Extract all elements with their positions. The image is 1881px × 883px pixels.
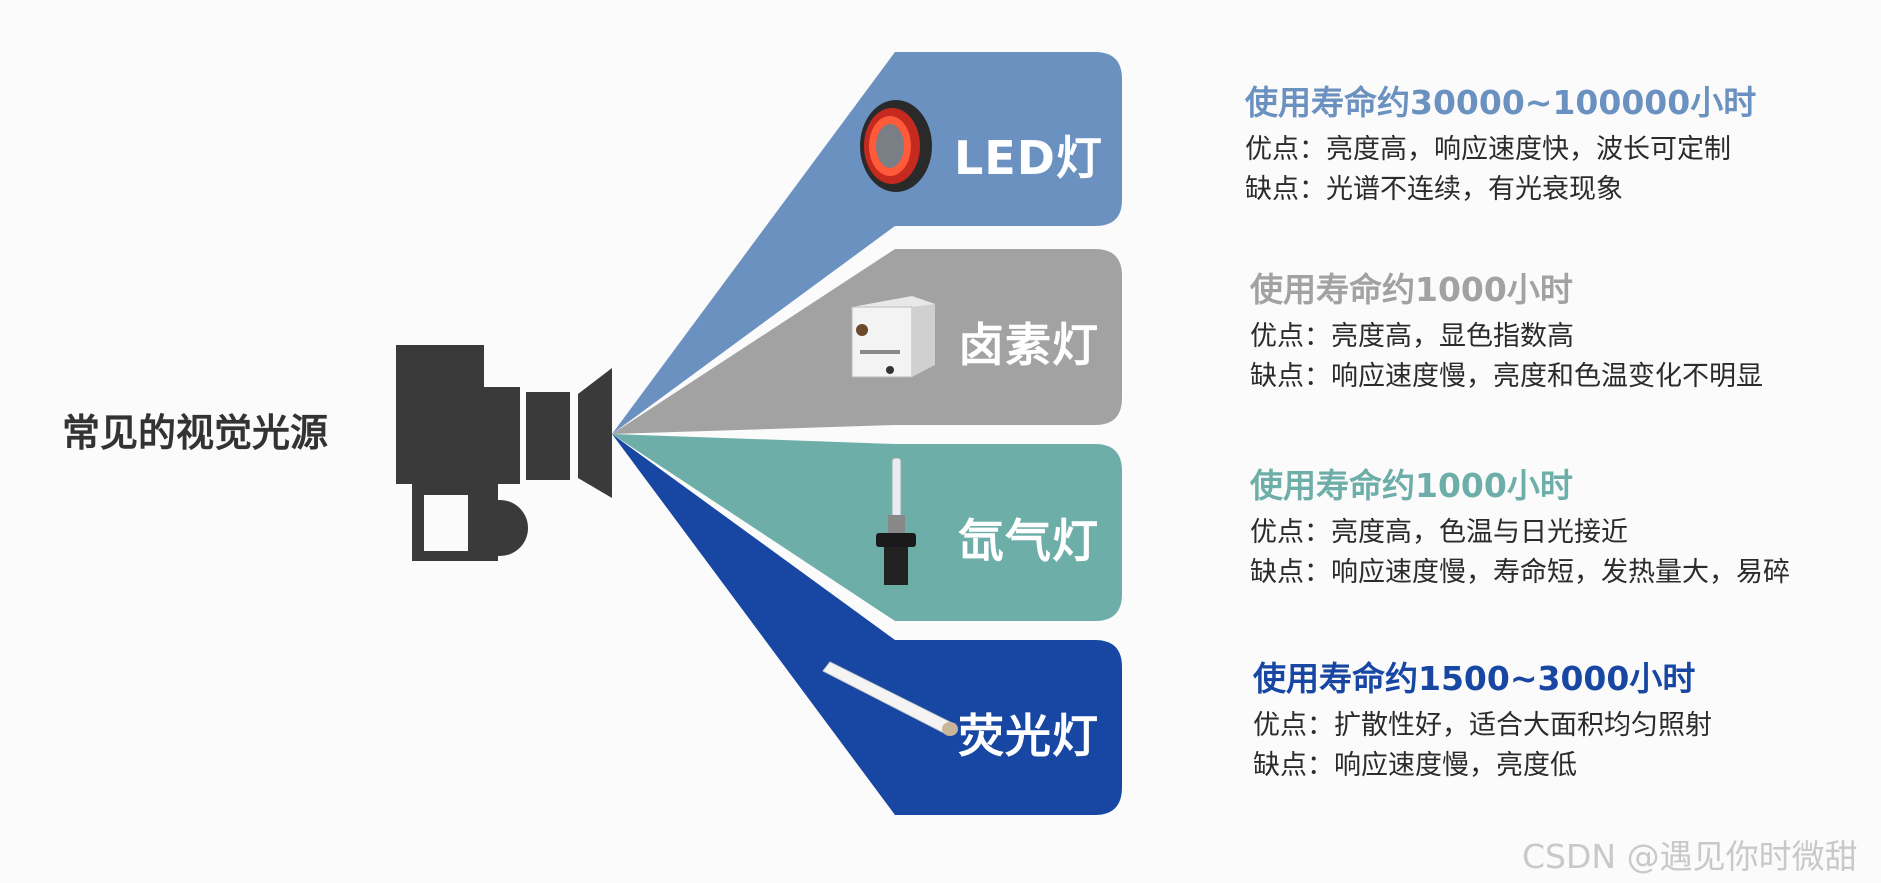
cons-text: 缺点：光谱不连续，有光衰现象 bbox=[1245, 170, 1756, 210]
life-text: 使用寿命约1500~3000小时 bbox=[1253, 652, 1712, 700]
watermark: CSDN @遇见你时微甜 bbox=[1522, 830, 1858, 878]
page-title: 常见的视觉光源 bbox=[62, 402, 328, 457]
cons-text: 缺点：响应速度慢，亮度和色温变化不明显 bbox=[1250, 357, 1763, 397]
info-fluorescent: 使用寿命约1500~3000小时 优点：扩散性好，适合大面积均匀照射 缺点：响应… bbox=[1253, 652, 1712, 786]
life-text: 使用寿命约1000小时 bbox=[1250, 263, 1763, 311]
pros-text: 优点：亮度高，显色指数高 bbox=[1250, 317, 1763, 357]
pros-text: 优点：亮度高，响应速度快，波长可定制 bbox=[1245, 130, 1756, 170]
info-halogen: 使用寿命约1000小时 优点：亮度高，显色指数高 缺点：响应速度慢，亮度和色温变… bbox=[1250, 263, 1763, 397]
cons-text: 缺点：响应速度慢，寿命短，发热量大，易碎 bbox=[1250, 553, 1790, 593]
lamp-label-halogen: 卤素灯 bbox=[958, 309, 1099, 375]
ring-light-icon bbox=[860, 100, 932, 192]
halogen-box-icon bbox=[852, 296, 935, 377]
pros-text: 优点：亮度高，色温与日光接近 bbox=[1250, 513, 1790, 553]
info-led: 使用寿命约30000~100000小时 优点：亮度高，响应速度快，波长可定制 缺… bbox=[1245, 76, 1756, 210]
cons-text: 缺点：响应速度慢，亮度低 bbox=[1253, 746, 1712, 786]
projector-icon bbox=[396, 345, 612, 561]
lamp-label-xenon: 氙气灯 bbox=[958, 505, 1099, 571]
life-text: 使用寿命约1000小时 bbox=[1250, 459, 1790, 507]
lamp-label-fluorescent: 荧光灯 bbox=[958, 700, 1099, 766]
pros-text: 优点：扩散性好，适合大面积均匀照射 bbox=[1253, 706, 1712, 746]
lamp-label-led: LED灯 bbox=[954, 122, 1103, 188]
life-text: 使用寿命约30000~100000小时 bbox=[1245, 76, 1756, 124]
info-xenon: 使用寿命约1000小时 优点：亮度高，色温与日光接近 缺点：响应速度慢，寿命短，… bbox=[1250, 459, 1790, 593]
